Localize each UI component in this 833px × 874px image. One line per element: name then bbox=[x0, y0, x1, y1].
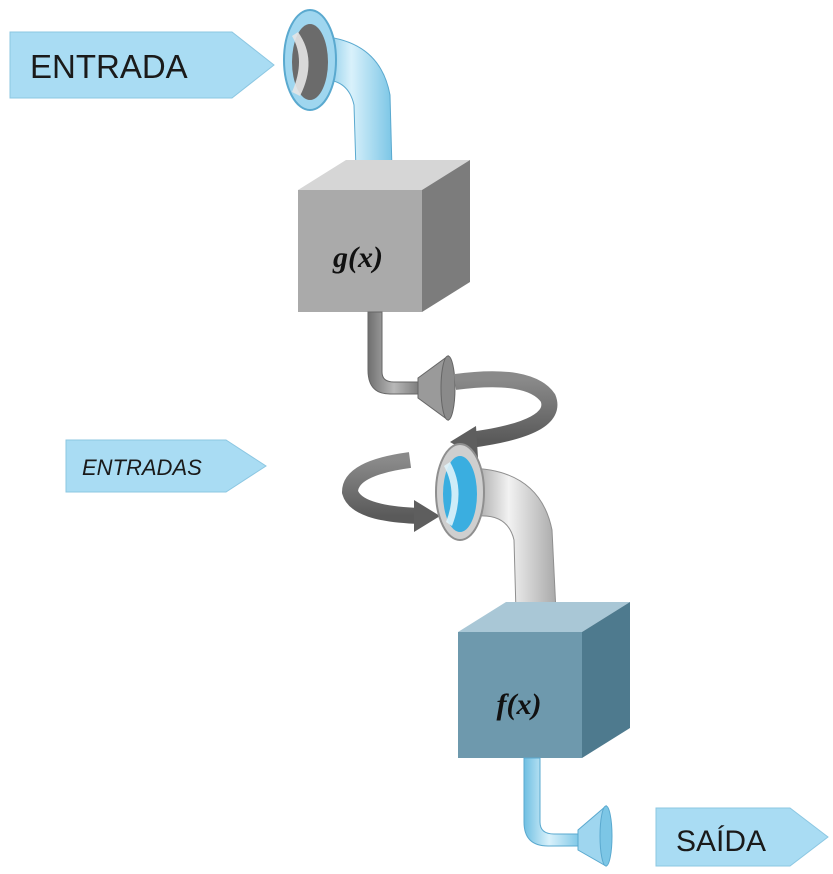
input-tag: ENTRADA bbox=[9, 31, 275, 99]
function-label-g: g(x) bbox=[332, 241, 383, 274]
function-box-g: g(x) bbox=[298, 160, 470, 312]
output-label: SAÍDA bbox=[676, 825, 766, 858]
intermediate-label: ENTRADAS bbox=[82, 455, 202, 480]
input-label: ENTRADA bbox=[30, 48, 188, 85]
intermediate-tag: ENTRADAS bbox=[65, 439, 267, 493]
arrow-head-icon bbox=[414, 500, 440, 532]
output-tag: SAÍDA bbox=[655, 807, 829, 867]
second-input-pipe bbox=[435, 443, 577, 626]
transfer-pipe bbox=[367, 311, 456, 421]
input-pipe bbox=[283, 9, 415, 182]
function-box-f: f(x) bbox=[458, 602, 630, 758]
function-label-f: f(x) bbox=[497, 688, 542, 721]
output-pipe bbox=[523, 757, 613, 867]
